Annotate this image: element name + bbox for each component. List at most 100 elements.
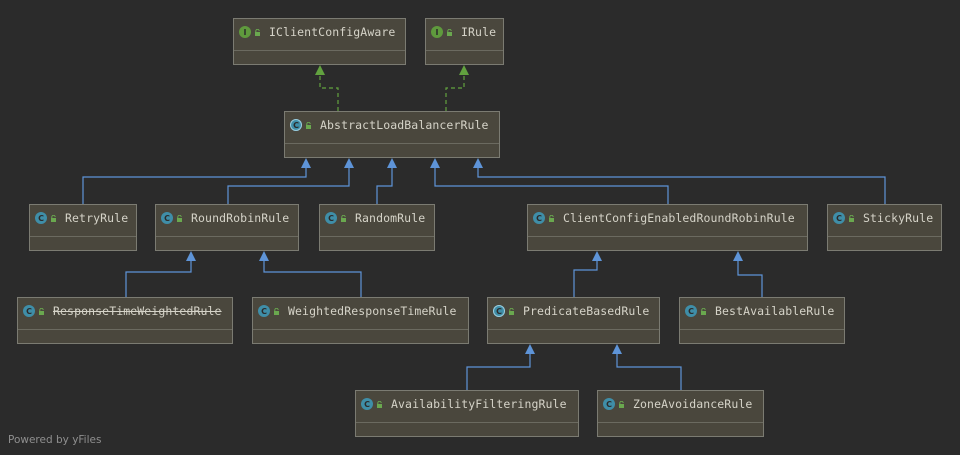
public-visibility-icon: [849, 214, 854, 222]
class-node-label: ClientConfigEnabledRoundRobinRule: [563, 211, 795, 225]
edge-arrowhead: [186, 251, 196, 261]
abstract-class-icon: C: [493, 305, 505, 317]
class-node-header: I IClientConfigAware: [234, 19, 405, 45]
public-visibility-icon: [306, 121, 311, 129]
class-node-label: WeightedResponseTimeRule: [288, 304, 457, 318]
edge-arrowhead: [387, 158, 397, 168]
class-node-divider: [30, 236, 136, 237]
edge-availabilityfilteringrule-to-predicatebasedrule: [466, 344, 535, 390]
interface-icon: I: [431, 26, 443, 38]
edge-line: [445, 74, 465, 111]
class-node-label: StickyRule: [863, 211, 934, 225]
class-node-label: AbstractLoadBalancerRule: [320, 118, 489, 132]
edge-arrowhead: [430, 158, 440, 168]
edge-roundrobinrule-to-abstractloadbalancerrule: [227, 158, 354, 204]
edge-arrowhead: [525, 344, 535, 354]
edge-line: [319, 74, 339, 111]
class-node-zoneavoidancerule[interactable]: C ZoneAvoidanceRule: [597, 390, 764, 437]
class-node-label: RetryRule: [65, 211, 129, 225]
edge-arrowhead: [612, 344, 622, 354]
public-visibility-icon: [549, 214, 554, 222]
class-icon: C: [161, 212, 173, 224]
class-node-bestavailablerule[interactable]: C BestAvailableRule: [679, 297, 845, 344]
class-node-divider: [285, 143, 499, 144]
class-node-label: ResponseTimeWeightedRule: [53, 304, 222, 318]
class-node-weightedresponsetimerule[interactable]: C WeightedResponseTimeRule: [252, 297, 469, 344]
edge-arrowhead: [473, 158, 483, 168]
class-node-roundrobinrule[interactable]: C RoundRobinRule: [155, 204, 299, 251]
public-visibility-icon: [341, 214, 346, 222]
class-node-retryrule[interactable]: C RetryRule: [29, 204, 137, 251]
class-icon: C: [35, 212, 47, 224]
class-node-divider: [426, 50, 503, 51]
class-icon: C: [685, 305, 697, 317]
class-icon: C: [533, 212, 545, 224]
interface-icon: I: [239, 26, 251, 38]
edge-arrowhead: [592, 251, 602, 261]
edge-retryrule-to-abstractloadbalancerrule: [82, 158, 311, 204]
edge-randomrule-to-abstractloadbalancerrule: [376, 158, 397, 204]
public-visibility-icon: [447, 28, 452, 36]
edge-line: [434, 167, 669, 204]
edge-line: [573, 260, 598, 297]
class-node-label: BestAvailableRule: [715, 304, 835, 318]
edge-zoneavoidancerule-to-predicatebasedrule: [612, 344, 682, 390]
class-icon: C: [603, 398, 615, 410]
public-visibility-icon: [274, 307, 279, 315]
public-visibility-icon: [619, 400, 624, 408]
class-node-label: RoundRobinRule: [191, 211, 290, 225]
edge-arrowhead: [301, 158, 311, 168]
edge-arrowhead: [259, 251, 269, 261]
class-icon: C: [258, 305, 270, 317]
class-icon: C: [23, 305, 35, 317]
class-node-divider: [156, 236, 298, 237]
class-node-stickyrule[interactable]: C StickyRule: [827, 204, 942, 251]
class-node-header: C RetryRule: [30, 205, 136, 231]
edge-stickyrule-to-abstractloadbalancerrule: [473, 158, 886, 204]
edge-line: [263, 260, 362, 297]
class-node-divider: [253, 329, 468, 330]
edge-weightedresponsetimerule-to-roundrobinrule: [259, 251, 362, 297]
class-node-header: C ClientConfigEnabledRoundRobinRule: [528, 205, 807, 231]
class-node-header: C ZoneAvoidanceRule: [598, 391, 763, 417]
class-node-responsetimeweightedrule[interactable]: C ResponseTimeWeightedRule: [17, 297, 233, 344]
class-node-header: C RoundRobinRule: [156, 205, 298, 231]
class-node-divider: [320, 236, 434, 237]
edge-predicatebasedrule-to-clientconfigenabledroundrobinrule: [573, 251, 602, 297]
public-visibility-icon: [39, 307, 44, 315]
class-icon: C: [361, 398, 373, 410]
edge-arrowhead: [344, 158, 354, 168]
class-node-divider: [528, 236, 807, 237]
class-node-header: C BestAvailableRule: [680, 298, 844, 324]
class-node-divider: [598, 422, 763, 423]
edge-line: [227, 167, 350, 204]
class-node-header: C StickyRule: [828, 205, 941, 231]
edge-clientconfigenabledroundrobinrule-to-abstractloadbalancerrule: [430, 158, 669, 204]
public-visibility-icon: [509, 307, 514, 315]
class-node-label: ZoneAvoidanceRule: [633, 397, 753, 411]
class-node-divider: [488, 329, 659, 330]
edge-line: [82, 167, 307, 204]
public-visibility-icon: [255, 28, 260, 36]
edge-abstractloadbalancerrule-to-irule: [445, 65, 469, 111]
class-node-iclientconfigaware[interactable]: I IClientConfigAware: [233, 18, 406, 65]
edge-line: [737, 260, 763, 297]
powered-by-label: Powered by yFiles: [8, 434, 102, 446]
class-node-divider: [356, 422, 578, 423]
class-node-header: C WeightedResponseTimeRule: [253, 298, 468, 324]
class-node-clientconfigenabledroundrobinrule[interactable]: C ClientConfigEnabledRoundRobinRule: [527, 204, 808, 251]
edge-arrowhead: [459, 65, 469, 75]
class-node-divider: [18, 329, 232, 330]
class-icon: C: [325, 212, 337, 224]
class-node-label: IClientConfigAware: [269, 25, 396, 39]
class-icon: C: [833, 212, 845, 224]
class-node-divider: [234, 50, 405, 51]
